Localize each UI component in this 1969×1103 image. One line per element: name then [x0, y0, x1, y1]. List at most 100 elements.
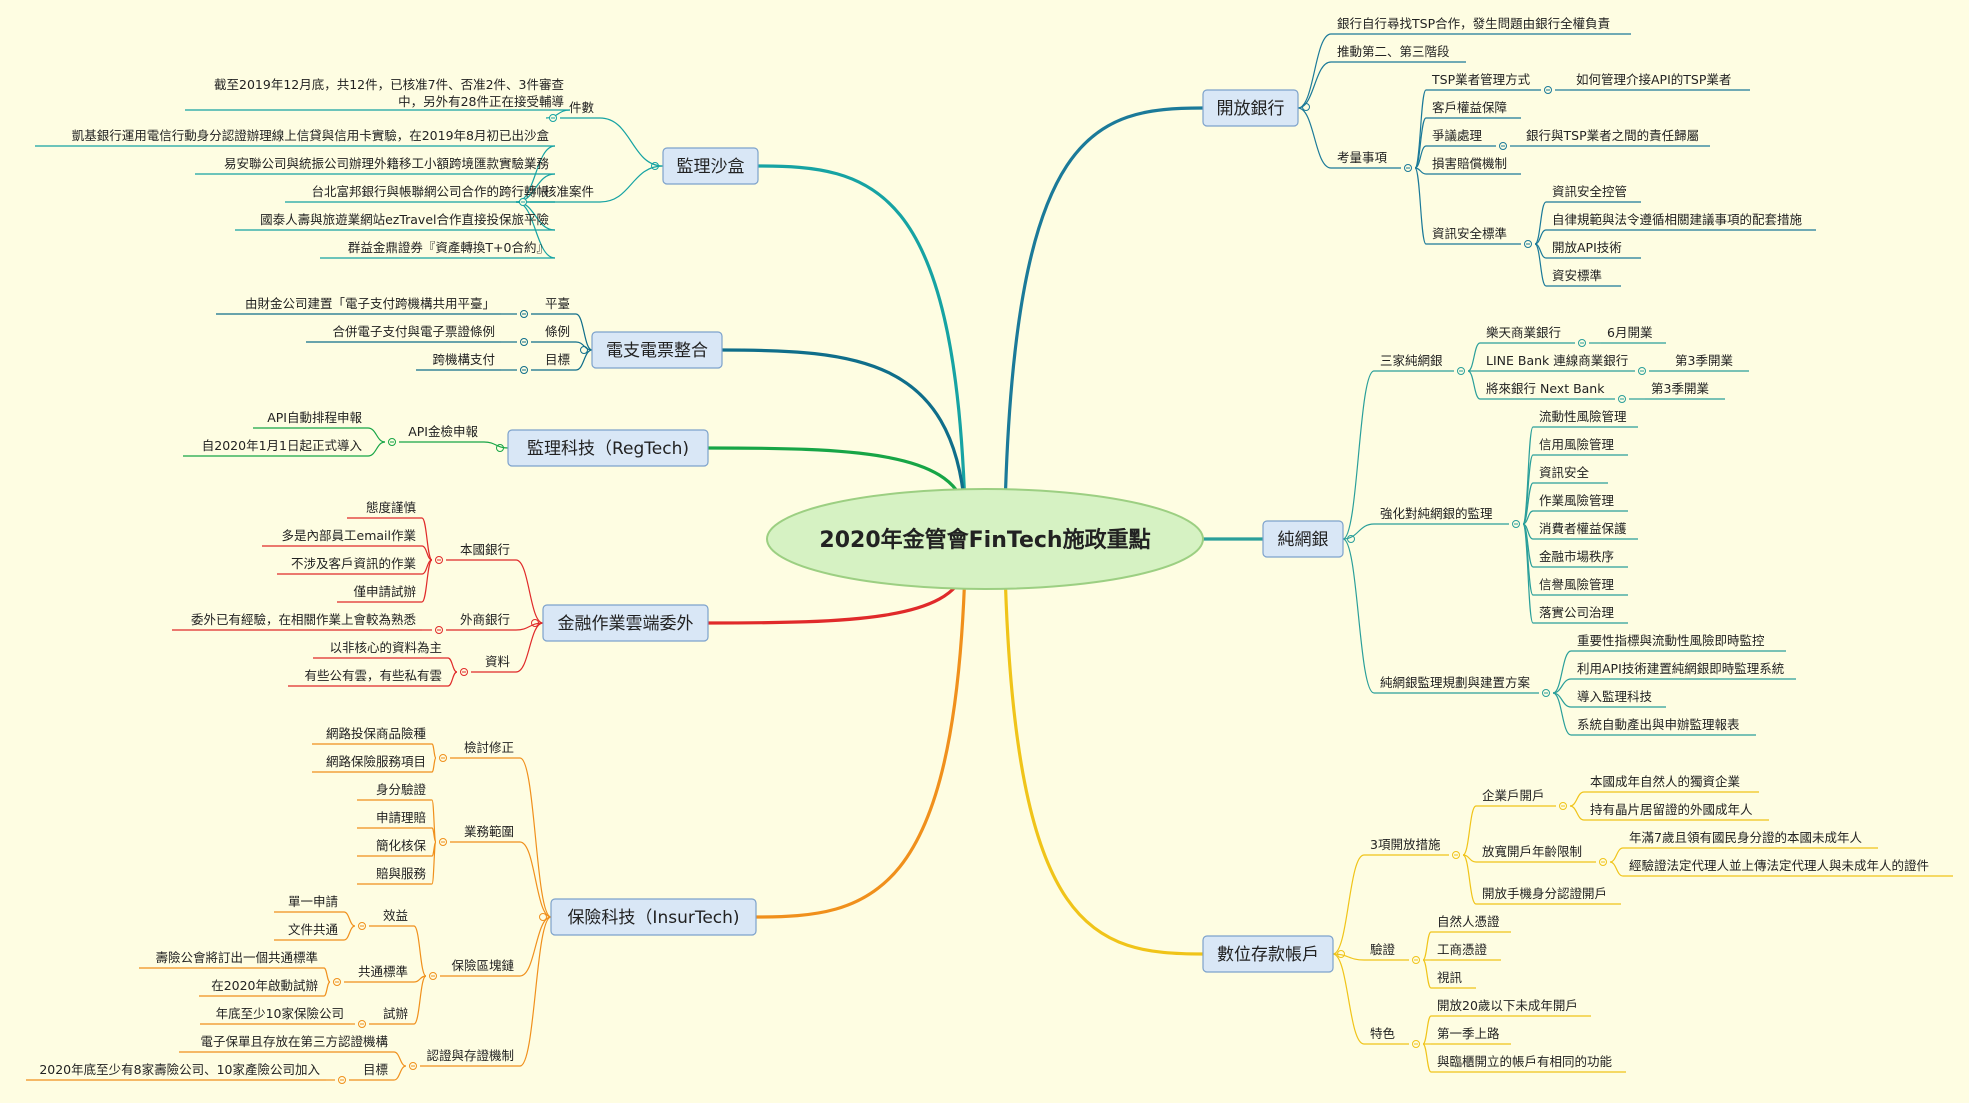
node-d11[interactable]: 企業戶開戶: [1482, 788, 1545, 803]
branch-deposit[interactable]: 數位存款帳戶: [1202, 935, 1345, 973]
node-d23[interactable]: 視訊: [1437, 970, 1463, 985]
node-c31[interactable]: 以非核心的資料為主: [329, 640, 442, 655]
branch-insur[interactable]: 保險科技（InsurTech): [539, 898, 757, 936]
node-p22[interactable]: 信用風險管理: [1539, 437, 1615, 452]
node-i42[interactable]: 目標: [363, 1062, 389, 1077]
node-s2[interactable]: 核准案件: [544, 184, 594, 199]
node-e2[interactable]: 條例: [545, 324, 570, 339]
node-p32[interactable]: 利用API技術建置純網銀即時監理系統: [1577, 661, 1784, 676]
node-p121[interactable]: 第3季開業: [1675, 353, 1733, 368]
collapse-toggle-icon[interactable]: [1302, 103, 1310, 111]
node-s23[interactable]: 台北富邦銀行與帳聯網公司合作的跨行轉帳: [311, 184, 549, 199]
node-i24[interactable]: 賠與服務: [376, 866, 427, 881]
branch-box[interactable]: [1262, 520, 1344, 558]
node-i1[interactable]: 檢討修正: [464, 740, 514, 755]
branch-pure[interactable]: 純網銀: [1262, 520, 1355, 558]
branch-box[interactable]: [550, 898, 757, 936]
node-p111[interactable]: 6月開業: [1607, 325, 1653, 340]
node-c3[interactable]: 資料: [485, 654, 511, 669]
node-o352[interactable]: 自律規範與法令遵循相關建議事項的配套措施: [1552, 212, 1803, 227]
branch-box[interactable]: [1202, 89, 1299, 127]
node-r11[interactable]: API自動排程申報: [267, 410, 362, 425]
node-d2[interactable]: 驗證: [1370, 942, 1396, 957]
node-o31[interactable]: TSP業者管理方式: [1431, 72, 1531, 87]
node-i312[interactable]: 文件共通: [288, 922, 339, 937]
branch-box[interactable]: [542, 604, 709, 642]
node-e21[interactable]: 合併電子支付與電子票證條例: [332, 324, 495, 339]
node-i31[interactable]: 效益: [383, 908, 408, 923]
branch-epay[interactable]: 電支電票整合: [580, 331, 723, 369]
branch-box[interactable]: [591, 331, 723, 369]
node-o33[interactable]: 爭議處理: [1432, 128, 1483, 143]
node-p28[interactable]: 落實公司治理: [1539, 605, 1615, 620]
node-i311[interactable]: 單一申請: [288, 894, 338, 909]
node-i32[interactable]: 共通標準: [358, 964, 408, 979]
node-p26[interactable]: 金融市場秩序: [1539, 549, 1614, 564]
node-d12[interactable]: 放寬開戶年齡限制: [1482, 844, 1582, 859]
node-d122[interactable]: 經驗證法定代理人並上傳法定代理人與未成年人的證件: [1629, 858, 1929, 873]
branch-box[interactable]: [1202, 935, 1334, 973]
node-o353[interactable]: 開放API技術: [1552, 240, 1622, 255]
branch-open[interactable]: 開放銀行: [1202, 89, 1310, 127]
central-topic[interactable]: 2020年金管會FinTech施政重點: [766, 488, 1204, 590]
node-o311[interactable]: 如何管理介接API的TSP業者: [1576, 72, 1731, 87]
node-i4[interactable]: 認證與存證機制: [426, 1048, 514, 1063]
node-p3[interactable]: 純網銀監理規劃與建置方案: [1380, 675, 1531, 690]
node-o331[interactable]: 銀行與TSP業者之間的責任歸屬: [1526, 128, 1699, 143]
node-c14[interactable]: 僅申請試辦: [353, 584, 416, 599]
node-d32[interactable]: 第一季上路: [1437, 1026, 1500, 1041]
node-i331[interactable]: 年底至少10家保險公司: [216, 1006, 344, 1021]
node-p13[interactable]: 將來銀行 Next Bank: [1486, 381, 1605, 396]
node-o34[interactable]: 損害賠償機制: [1432, 156, 1507, 171]
node-i3[interactable]: 保險區塊鏈: [451, 958, 514, 973]
node-d111[interactable]: 本國成年自然人的獨資企業: [1590, 774, 1741, 789]
branch-cloud[interactable]: 金融作業雲端委外: [531, 604, 709, 642]
node-p12[interactable]: LINE Bank 連線商業銀行: [1486, 353, 1628, 368]
node-p11[interactable]: 樂天商業銀行: [1486, 325, 1561, 340]
node-e1[interactable]: 平臺: [545, 296, 570, 311]
node-c11[interactable]: 態度謹慎: [366, 500, 417, 515]
node-c1[interactable]: 本國銀行: [460, 542, 510, 557]
node-s21[interactable]: 凱基銀行運用電信行動身分認證辦理線上信貸與信用卡實驗，在2019年8月初已出沙盒: [72, 128, 550, 143]
node-p34[interactable]: 系統自動產出與申辦監理報表: [1577, 717, 1740, 732]
node-r1[interactable]: API金檢申報: [408, 424, 478, 439]
node-c21[interactable]: 委外已有經驗，在相關作業上會較為熟悉: [191, 612, 417, 627]
node-d21[interactable]: 自然人憑證: [1437, 914, 1500, 929]
node-i421[interactable]: 2020年底至少有8家壽險公司、10家產險公司加入: [39, 1062, 320, 1077]
node-d22[interactable]: 工商憑證: [1437, 942, 1488, 957]
node-p31[interactable]: 重要性指標與流動性風險即時監控: [1577, 633, 1765, 648]
node-i21[interactable]: 身分驗證: [376, 782, 427, 797]
node-s1[interactable]: 件數: [569, 100, 595, 115]
node-i321[interactable]: 壽險公會將訂出一個共通標準: [155, 950, 318, 965]
node-c32[interactable]: 有些公有雲，有些私有雲: [304, 668, 442, 683]
node-d33[interactable]: 與臨櫃開立的帳戶有相同的功能: [1437, 1054, 1613, 1069]
node-e11[interactable]: 由財金公司建置「電子支付跨機構共用平臺」: [245, 296, 495, 311]
collapse-toggle-icon[interactable]: [539, 913, 547, 921]
node-o32[interactable]: 客戶權益保障: [1432, 100, 1507, 115]
collapse-toggle-icon[interactable]: [496, 444, 504, 452]
branch-sandbox[interactable]: 監理沙盒: [651, 147, 759, 185]
node-d1[interactable]: 3項開放措施: [1370, 837, 1441, 852]
node-p23[interactable]: 資訊安全: [1539, 465, 1590, 480]
node-c13[interactable]: 不涉及客戶資訊的作業: [291, 556, 417, 571]
node-i2[interactable]: 業務範圍: [464, 824, 514, 839]
node-o354[interactable]: 資安標準: [1552, 268, 1602, 283]
node-c12[interactable]: 多是內部員工email作業: [282, 528, 417, 543]
node-i11[interactable]: 網路投保商品險種: [326, 726, 427, 741]
node-s22[interactable]: 易安聯公司與統振公司辦理外籍移工小額跨境匯款實驗業務: [224, 156, 550, 171]
collapse-toggle-icon[interactable]: [1347, 535, 1355, 543]
node-c2[interactable]: 外商銀行: [460, 612, 510, 627]
node-r12[interactable]: 自2020年1月1日起正式導入: [202, 438, 363, 453]
node-i22[interactable]: 申請理賠: [376, 810, 426, 825]
node-d13[interactable]: 開放手機身分認證開戶: [1482, 886, 1607, 901]
node-i12[interactable]: 網路保險服務項目: [326, 754, 426, 769]
node-o35[interactable]: 資訊安全標準: [1432, 226, 1507, 241]
node-o1[interactable]: 銀行自行尋找TSP合作，發生問題由銀行全權負責: [1337, 16, 1610, 31]
central-topic-ellipse[interactable]: [766, 488, 1204, 590]
node-i41[interactable]: 電子保單且存放在第三方認證機構: [200, 1034, 388, 1049]
node-d31[interactable]: 開放20歲以下未成年開戶: [1437, 998, 1578, 1013]
collapse-toggle-icon[interactable]: [651, 162, 659, 170]
node-d121[interactable]: 年滿7歲且領有國民身分證的本國未成年人: [1629, 830, 1862, 845]
node-i23[interactable]: 簡化核保: [376, 838, 427, 853]
node-p131[interactable]: 第3季開業: [1651, 381, 1709, 396]
